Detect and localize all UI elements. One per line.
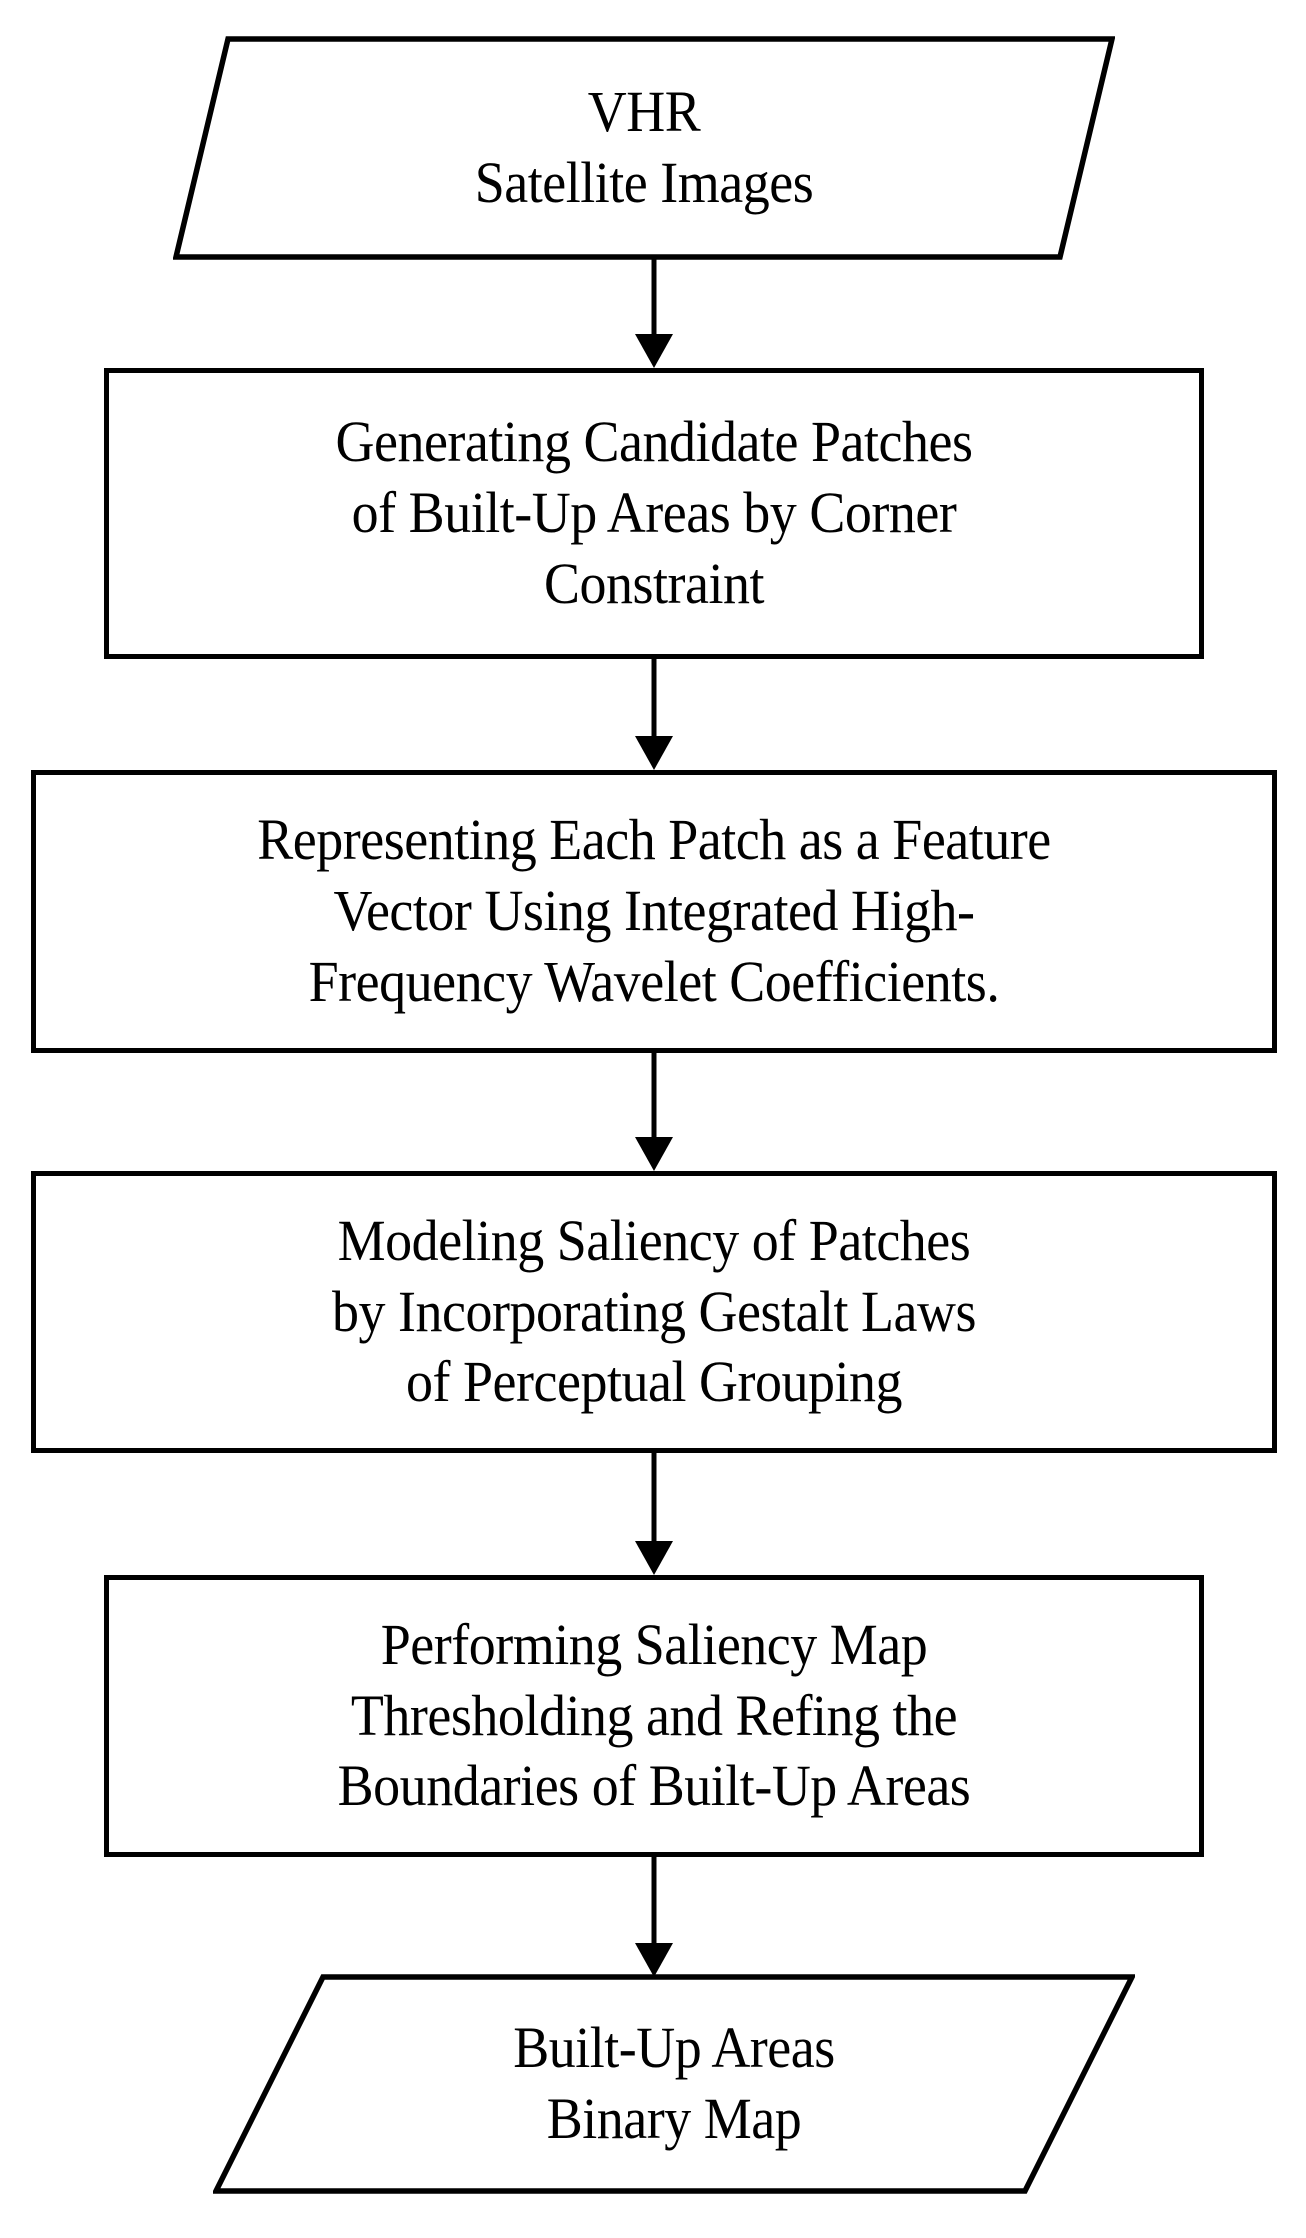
arrow-down-icon: [635, 1453, 673, 1575]
parallelogram-shape: [173, 36, 1115, 260]
arrow-2: [630, 659, 678, 772]
node-label: Built-Up Areas Binary Map: [513, 2015, 835, 2151]
node-vhr-satellite-images[interactable]: VHR Satellite Images: [173, 36, 1115, 260]
parallelogram-shape: [213, 1974, 1135, 2194]
arrow-4: [630, 1453, 678, 1577]
node-label: Generating Candidate Patches of Built-Up…: [335, 409, 973, 616]
arrow-1: [630, 258, 678, 370]
node-label: VHR Satellite Images: [474, 79, 814, 215]
node-label: Representing Each Patch as a Feature Vec…: [257, 807, 1051, 1014]
arrow-5: [630, 1857, 678, 1979]
node-modeling-saliency-of-patches[interactable]: Modeling Saliency of Patches by Incorpor…: [31, 1171, 1277, 1453]
arrow-down-icon: [635, 258, 673, 368]
node-performing-saliency-thresholding[interactable]: Performing Saliency Map Thresholding and…: [104, 1575, 1204, 1857]
arrow-down-icon: [635, 659, 673, 770]
node-label: Modeling Saliency of Patches by Incorpor…: [331, 1207, 977, 1415]
node-built-up-areas-binary-map[interactable]: Built-Up Areas Binary Map: [213, 1974, 1135, 2194]
node-label: Performing Saliency Map Thresholding and…: [337, 1611, 971, 1819]
arrow-down-icon: [635, 1053, 673, 1171]
node-representing-patch-feature-vector[interactable]: Representing Each Patch as a Feature Vec…: [31, 770, 1277, 1053]
node-generating-candidate-patches[interactable]: Generating Candidate Patches of Built-Up…: [104, 368, 1204, 659]
arrow-down-icon: [635, 1857, 673, 1977]
arrow-3: [630, 1053, 678, 1173]
